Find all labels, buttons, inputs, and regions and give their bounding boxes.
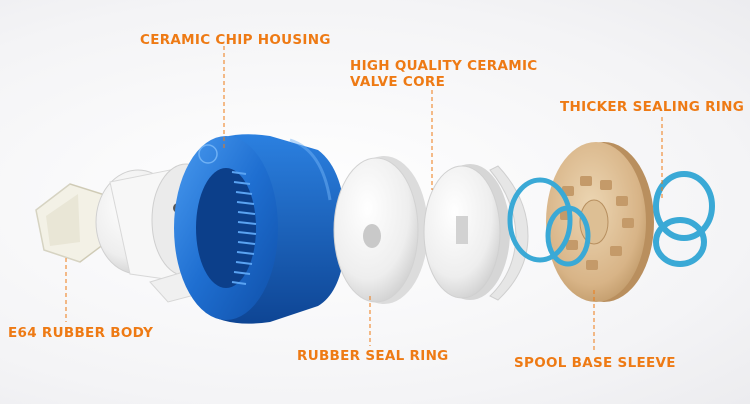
thicker-sealing-ring-part — [653, 171, 715, 267]
spool-base-sleeve — [546, 142, 654, 302]
teal-seal-ring-front — [507, 177, 591, 267]
ceramic-valve-core — [423, 164, 529, 301]
label-valve-core-line1: HIGH QUALITY CERAMIC — [350, 58, 538, 74]
label-rubber-seal-ring: RUBBER SEAL RING — [297, 348, 449, 364]
ceramic-chip-housing — [174, 134, 346, 324]
label-spool-base-sleeve: SPOOL BASE SLEEVE — [514, 355, 676, 371]
label-valve-core-line2: VALVE CORE — [350, 74, 446, 90]
label-e64-rubber-body: E64 RUBBER BODY — [8, 325, 154, 341]
leader-lines — [65, 46, 663, 352]
label-thicker-sealing-ring: THICKER SEALING RING — [560, 99, 745, 115]
rubber-seal-ring-part — [333, 156, 428, 304]
label-ceramic-chip-housing: CERAMIC CHIP HOUSING — [140, 32, 331, 48]
